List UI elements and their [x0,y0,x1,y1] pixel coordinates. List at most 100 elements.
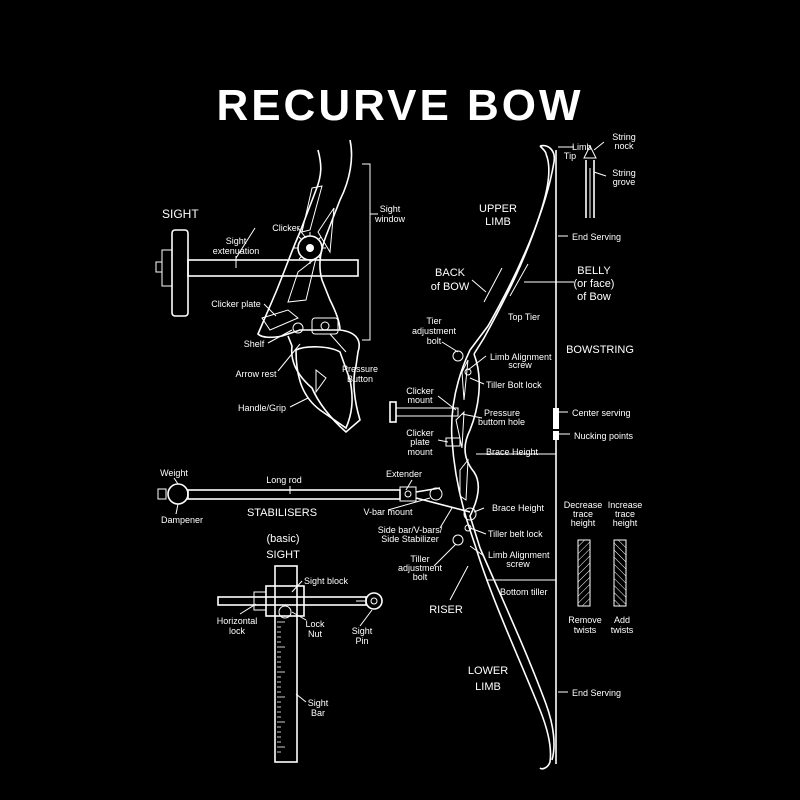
lower-limb-belly [479,547,555,761]
svg-text:extenuation: extenuation [213,246,260,256]
svg-text:Bottom tiller: Bottom tiller [500,587,548,597]
svg-text:screw: screw [506,559,530,569]
svg-text:Weight: Weight [160,468,188,478]
svg-text:SIGHT: SIGHT [266,549,300,561]
svg-text:bolt: bolt [413,572,428,582]
svg-text:window: window [374,214,406,224]
svg-text:Pressure: Pressure [342,364,378,374]
svg-text:trace: trace [573,509,593,519]
increase-twist-guide [613,539,627,607]
svg-text:LIMB: LIMB [475,681,501,693]
svg-text:Clicker: Clicker [406,386,434,396]
svg-text:Pin: Pin [355,636,368,646]
svg-text:LOWER: LOWER [468,665,508,677]
svg-text:Side bar/V-bars/: Side bar/V-bars/ [378,525,443,535]
sight-heading: SIGHT [162,207,199,221]
clicker-plate [261,309,299,331]
svg-text:Limb: Limb [572,142,592,152]
svg-text:trace: trace [615,509,635,519]
svg-text:Top Tier: Top Tier [508,312,540,322]
svg-text:Extender: Extender [386,469,422,479]
svg-text:Nut: Nut [308,629,323,639]
svg-text:adjustment: adjustment [412,326,457,336]
svg-text:mount: mount [407,447,433,457]
svg-text:Brace Height: Brace Height [492,503,545,513]
riser-outline-sight [257,149,361,434]
lower-limb-back [475,547,552,770]
tier-adjustment-bolt [452,350,464,362]
svg-text:End Serving: End Serving [572,232,621,242]
svg-text:End Serving: End Serving [572,688,621,698]
svg-text:V-bar mount: V-bar mount [363,507,413,517]
svg-text:String: String [612,168,636,178]
svg-text:Sight: Sight [380,204,401,214]
long-rod [187,489,401,500]
dampener [167,483,189,505]
sight-block [265,585,305,617]
clicker-label: Clicker [272,223,300,233]
limb-tip-inset [583,141,607,218]
svg-text:Side Stabilizer: Side Stabilizer [381,534,439,544]
sight-pin [365,592,383,610]
sight-knob [171,229,189,317]
svg-text:mount: mount [407,395,433,405]
svg-text:height: height [613,518,638,528]
bowstring-label: BOWSTRING [566,344,634,356]
svg-text:Limb Alignment: Limb Alignment [488,550,550,560]
sight-window-bracket [362,163,371,341]
horizontal-rod [217,596,367,606]
sight-bar [274,565,298,763]
svg-text:Lock: Lock [305,619,325,629]
svg-text:Bar: Bar [311,708,325,718]
svg-text:Clicker: Clicker [406,428,434,438]
svg-text:Pressure: Pressure [484,408,520,418]
svg-text:Sight: Sight [308,698,329,708]
recurve-bow: Limb Tip String nock String grove UPPER … [389,132,643,770]
svg-text:of BOW: of BOW [431,281,470,293]
upper-limb-belly [473,153,550,355]
sight-extension-bar [187,259,359,277]
decrease-twist-guide [577,539,591,607]
svg-text:Long rod: Long rod [266,475,302,485]
svg-text:grove: grove [613,177,636,187]
svg-text:Arrow rest: Arrow rest [235,369,277,379]
svg-text:buttom hole: buttom hole [478,417,525,427]
svg-text:plate: plate [410,437,430,447]
tiller-adjustment-bolt [452,534,464,546]
svg-text:twists: twists [574,625,597,635]
svg-text:(basic): (basic) [266,533,299,545]
svg-text:RISER: RISER [429,604,463,616]
svg-text:Tip: Tip [564,151,576,161]
svg-text:(or face): (or face) [574,278,615,290]
svg-text:Brace Height: Brace Height [486,447,539,457]
svg-text:Increase: Increase [608,500,643,510]
svg-text:Shelf: Shelf [244,339,265,349]
riser-back [450,349,477,549]
svg-text:Horizontal: Horizontal [217,616,258,626]
handle-grip [295,346,353,430]
svg-text:screw: screw [508,360,532,370]
svg-text:Center serving: Center serving [572,408,631,418]
svg-text:Nucking points: Nucking points [574,431,634,441]
stabiliser-weight [157,488,167,500]
stabilisers-detail: Weight Dampener Long rod STABILISERS Ext… [157,468,477,544]
svg-text:Add: Add [614,615,630,625]
side-stabilizer [415,497,471,513]
svg-text:Tier: Tier [426,316,441,326]
sight-knob-end [155,261,163,273]
svg-text:LIMB: LIMB [485,216,511,228]
svg-text:lock: lock [229,626,246,636]
stabilisers-heading: STABILISERS [247,507,317,519]
svg-text:Tiller belt lock: Tiller belt lock [488,529,543,539]
page-title: RECURVE BOW [216,81,583,130]
riser-back-sight [319,139,353,331]
svg-text:Sight: Sight [352,626,373,636]
v-bar-mount [429,487,443,501]
svg-text:Clicker plate: Clicker plate [211,299,261,309]
svg-text:UPPER: UPPER [479,203,517,215]
svg-text:BELLY: BELLY [577,265,611,277]
svg-text:String: String [612,132,636,142]
clicker-mount [389,401,397,423]
sight-bar-ticks [277,621,285,753]
